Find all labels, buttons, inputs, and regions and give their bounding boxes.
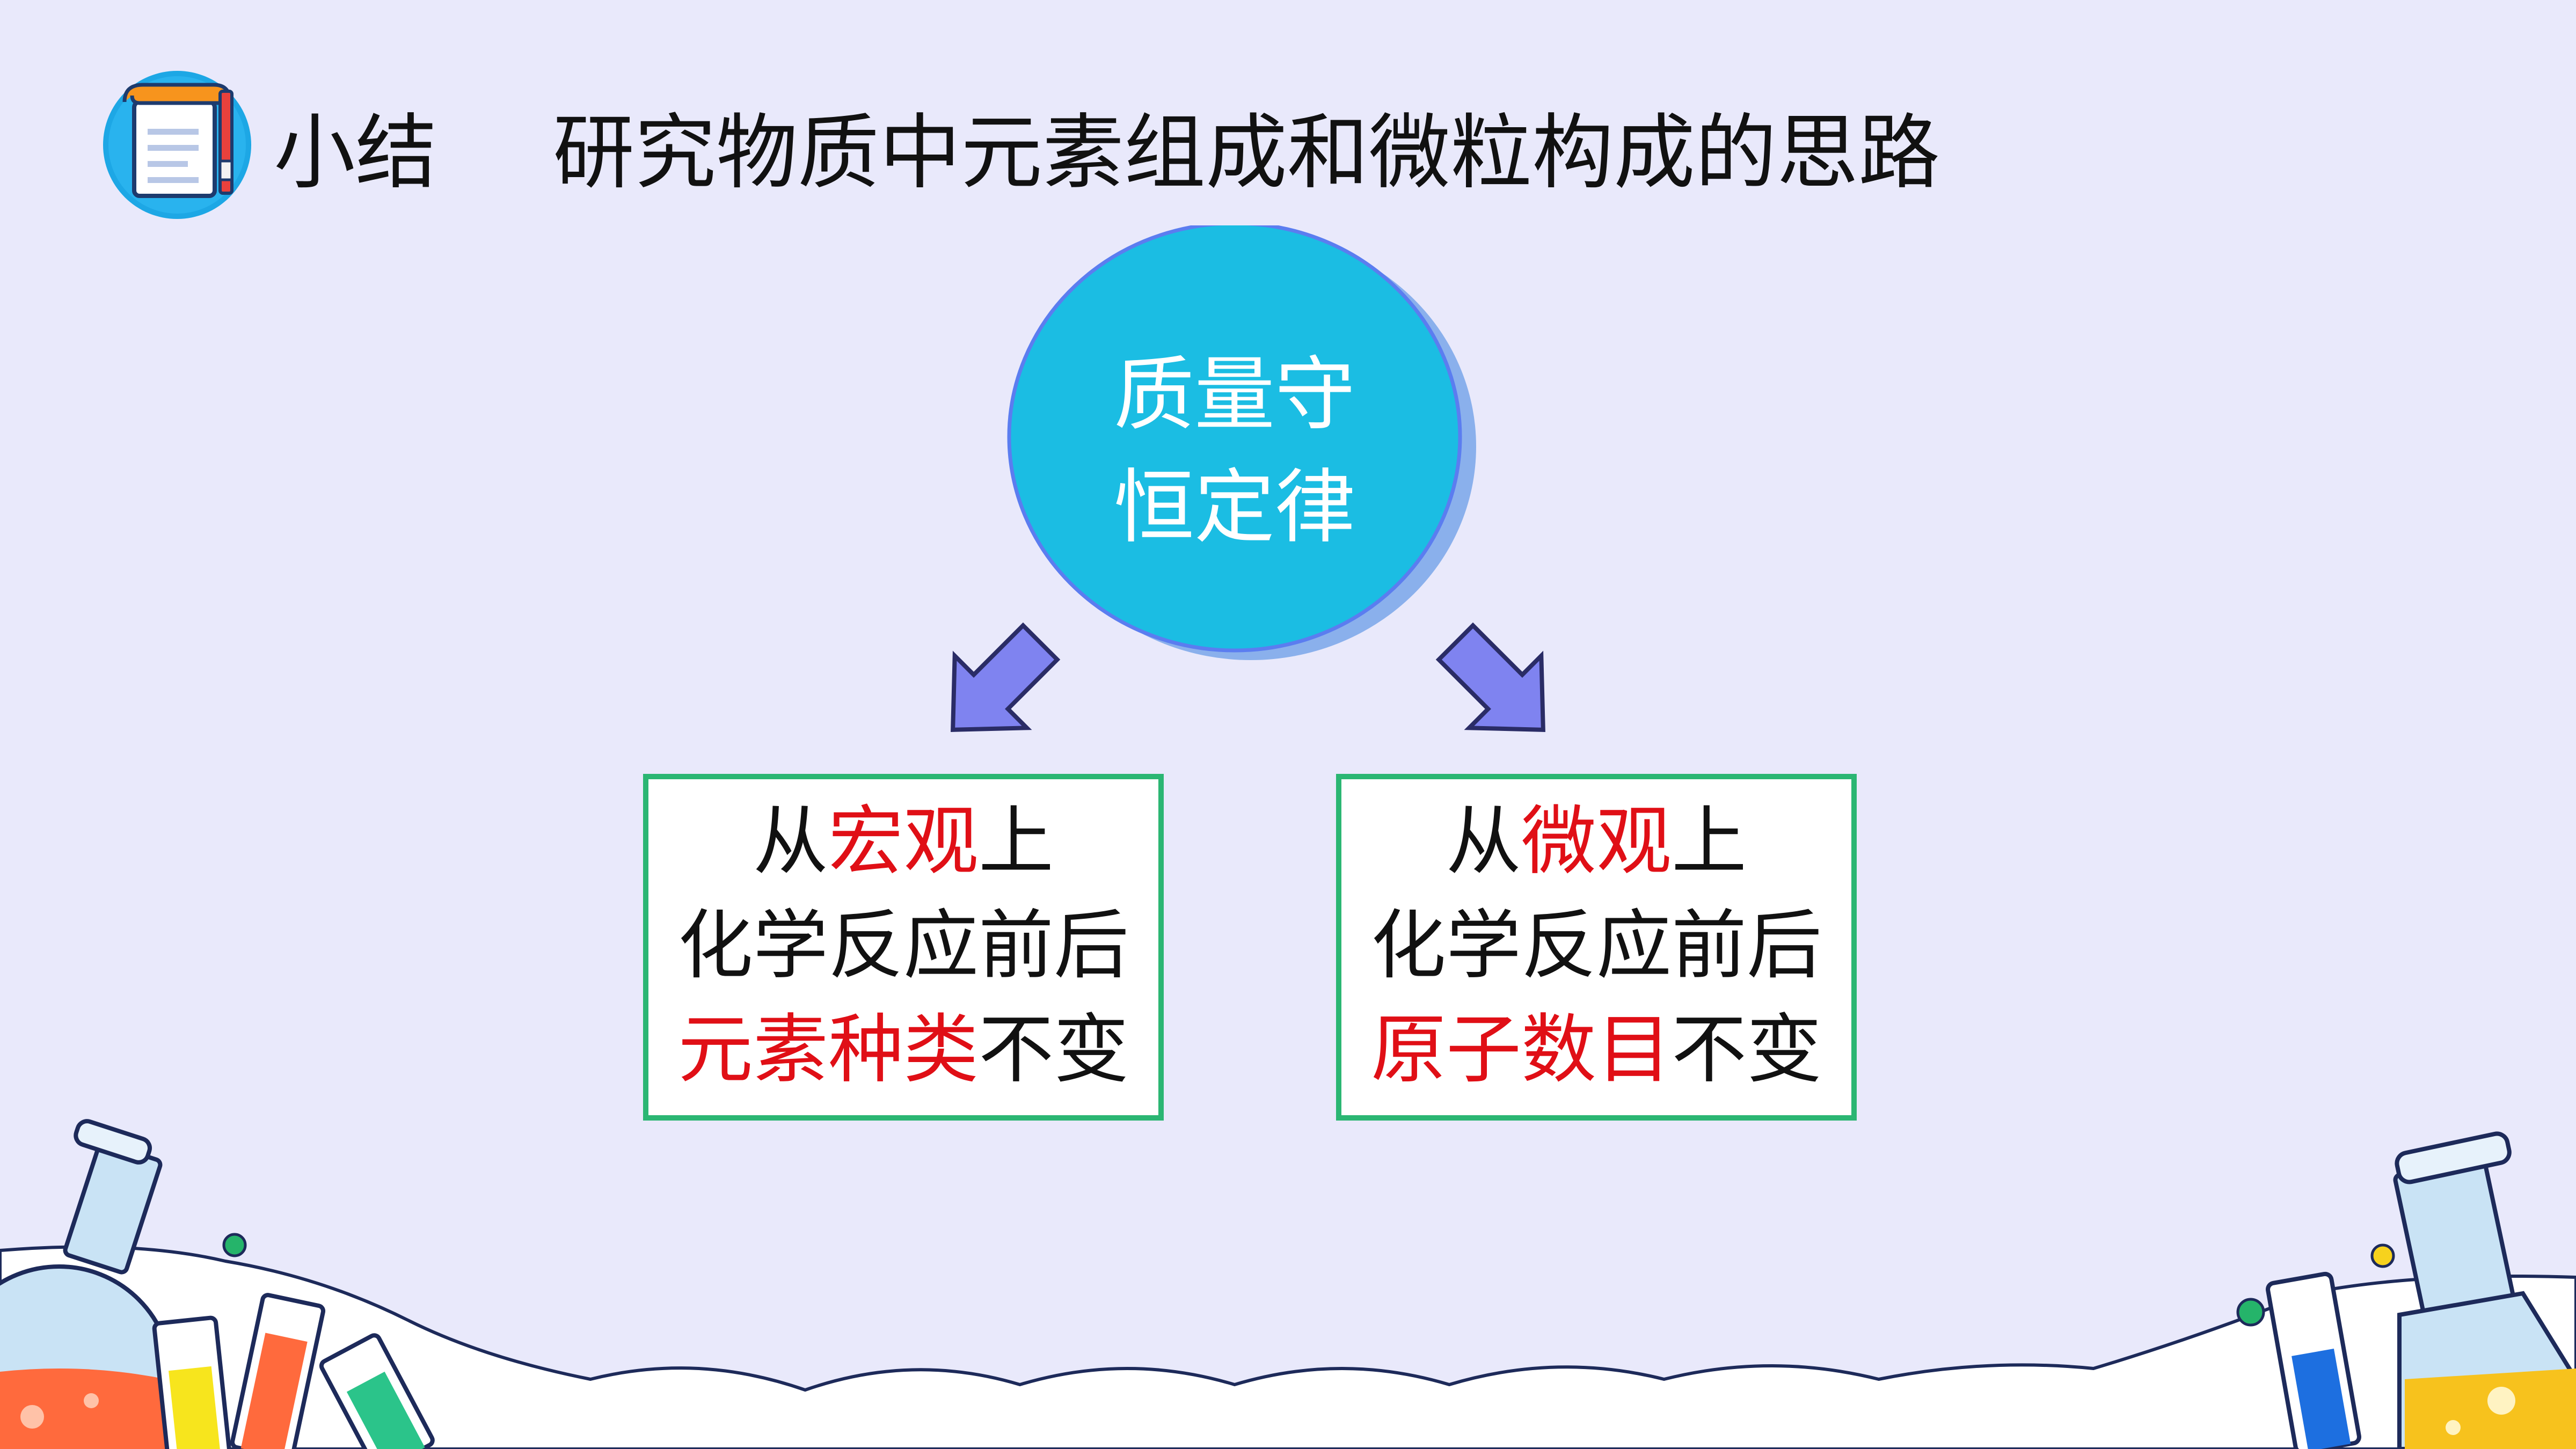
center-line-2: 恒定律: [1113, 461, 1355, 554]
arrow-down-right-icon: [1435, 622, 1545, 732]
micro-line-1-suffix: 上: [1672, 798, 1747, 885]
macro-line-1-suffix: 上: [979, 798, 1054, 885]
summary-label: 小结: [274, 105, 437, 200]
macro-keyword: 宏观: [828, 798, 979, 885]
micro-keyword: 微观: [1521, 798, 1672, 885]
page-title: 研究物质中元素组成和微粒构成的思路: [553, 105, 1940, 200]
micro-line-3-suffix: 不变: [1672, 1006, 1822, 1094]
micro-line-2: 化学反应前后: [1370, 902, 1822, 990]
arrow-down-left-icon: [951, 622, 1061, 732]
flask-decoration: [0, 1119, 2576, 1449]
macro-line-1-prefix: 从: [753, 798, 828, 885]
micro-line-3: 原子数目不变: [1341, 998, 1851, 1102]
micro-line-1-prefix: 从: [1446, 798, 1521, 885]
notepad-icon: [103, 71, 251, 219]
macro-line-1: 从宏观上: [648, 790, 1158, 894]
macro-line-3: 元素种类不变: [648, 998, 1158, 1102]
micro-box: 从微观上 化学反应前后 原子数目不变: [1336, 774, 1857, 1121]
macro-box: 从宏观上 化学反应前后 元素种类不变: [643, 774, 1164, 1121]
micro-conclusion-keyword: 原子数目: [1370, 1006, 1672, 1094]
macro-conclusion-keyword: 元素种类: [677, 1006, 979, 1094]
center-line-1: 质量守: [1113, 348, 1355, 442]
micro-line-1: 从微观上: [1341, 790, 1851, 894]
macro-line-2: 化学反应前后: [677, 902, 1129, 990]
center-circle: [1007, 225, 1476, 660]
macro-line-3-suffix: 不变: [979, 1006, 1129, 1094]
